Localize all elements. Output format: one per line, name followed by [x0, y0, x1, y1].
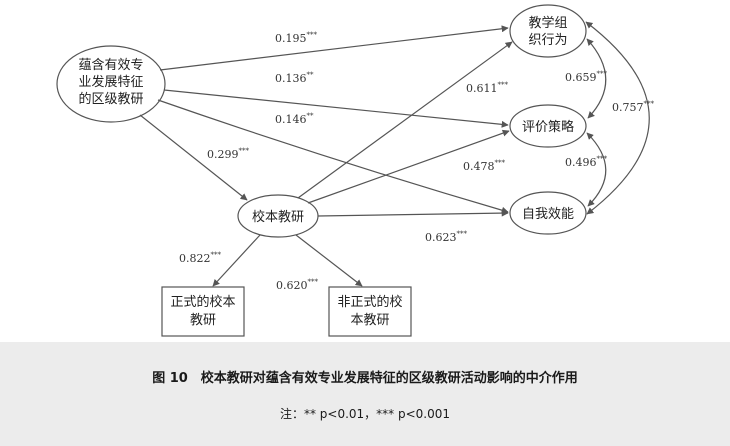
node-teaching-behavior-shape: [509, 4, 587, 58]
coef-school-formal: 0.822***: [179, 251, 222, 265]
node-district-research: 蕴含有效专 业发展特征 的区级教研: [56, 45, 166, 123]
edge-evaluation-efficacy: [586, 132, 607, 207]
figure-caption: 图 10 校本教研对蕴含有效专业发展特征的区级教研活动影响的中介作用: [152, 371, 578, 386]
node-self-efficacy: 自我效能: [509, 191, 587, 235]
edge-district-teaching: [159, 25, 509, 71]
node-evaluation-strategy-label: 评价策略: [522, 119, 574, 135]
coef-district-teaching: 0.195***: [275, 31, 318, 45]
coef-teaching-efficacy: 0.757***: [612, 100, 655, 114]
node-formal-research-label-1: 正式的校本: [170, 294, 235, 310]
coef-school-efficacy: 0.623***: [425, 230, 468, 244]
edge-district-evaluation: [163, 89, 509, 128]
coef-district-school: 0.299***: [207, 147, 250, 161]
node-teaching-behavior-label-1: 教学组: [528, 15, 567, 31]
node-evaluation-strategy: 评价策略: [509, 104, 587, 148]
edge-school-formal: [212, 234, 261, 287]
node-informal-research-label-2: 本教研: [350, 312, 389, 328]
coef-school-evaluation: 0.478***: [463, 159, 506, 173]
coef-district-evaluation: 0.136**: [275, 71, 314, 85]
edge-district-efficacy: [157, 99, 509, 214]
node-district-research-label-1: 蕴含有效专: [78, 57, 143, 73]
coef-school-teaching: 0.611***: [466, 81, 509, 95]
edge-school-informal: [295, 234, 363, 287]
figure-note: 注：** p<0.01，*** p<0.001: [279, 407, 451, 421]
node-informal-research-shape: [328, 286, 412, 337]
path-diagram: 蕴含有效专 业发展特征 的区级教研 校本教研 正式的校本 教研 非正式的校 本教…: [56, 4, 655, 337]
node-formal-research-shape: [161, 286, 245, 337]
coef-evaluation-efficacy: 0.496***: [565, 155, 608, 169]
node-school-research: 校本教研: [237, 194, 319, 238]
edge-school-teaching: [297, 41, 513, 199]
edge-school-efficacy: [317, 209, 509, 217]
node-district-research-shape: [56, 45, 166, 123]
coef-district-efficacy: 0.146**: [275, 112, 314, 126]
node-informal-research-label-1: 非正式的校: [337, 294, 402, 310]
node-self-efficacy-label: 自我效能: [522, 207, 574, 222]
coef-teaching-evaluation: 0.659***: [565, 70, 608, 84]
edge-district-school: [139, 114, 248, 201]
node-teaching-behavior: 教学组 织行为: [509, 4, 587, 58]
node-formal-research-label-2: 教研: [190, 312, 216, 328]
node-formal-research: 正式的校本 教研: [161, 286, 245, 337]
node-district-research-label-3: 的区级教研: [78, 91, 143, 107]
node-district-research-label-2: 业发展特征: [78, 74, 143, 90]
node-school-research-label: 校本教研: [252, 209, 304, 225]
node-teaching-behavior-label-2: 织行为: [528, 33, 567, 48]
caption-panel: 图 10 校本教研对蕴含有效专业发展特征的区级教研活动影响的中介作用 注：** …: [0, 342, 730, 446]
node-informal-research: 非正式的校 本教研: [328, 286, 412, 337]
coef-school-informal: 0.620***: [276, 278, 319, 292]
edge-school-evaluation: [307, 129, 510, 204]
edge-teaching-efficacy: [585, 21, 650, 215]
